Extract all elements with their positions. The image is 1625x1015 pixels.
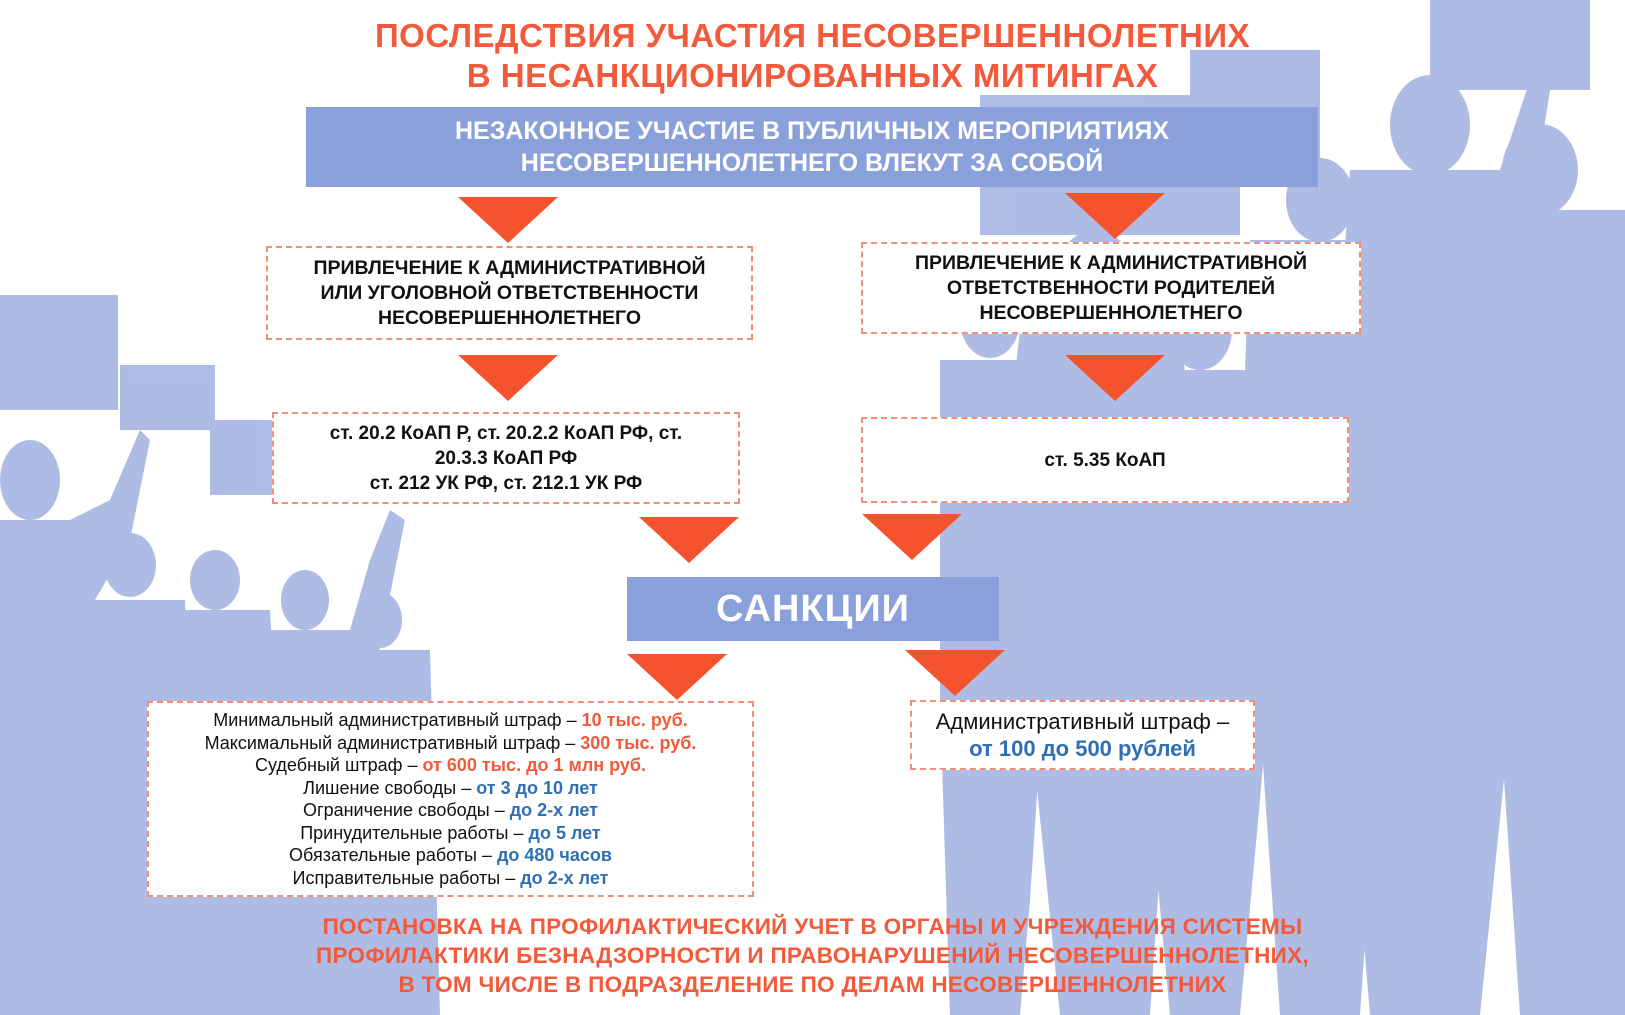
sanction-value: до 2-х лет — [509, 800, 598, 820]
sanction-item: Принудительные работы – до 5 лет — [149, 822, 752, 845]
arrow-down-icon — [905, 650, 1005, 696]
title-line-2: В НЕСАНКЦИОНИРОВАННЫХ МИТИНГАХ — [466, 57, 1159, 94]
sanction-label: Лишение свободы – — [303, 777, 477, 798]
page-title: ПОСЛЕДСТВИЯ УЧАСТИЯ НЕСОВЕРШЕННОЛЕТНИХ В… — [0, 16, 1625, 96]
right-article-line: ст. 5.35 КоАП — [1044, 449, 1166, 471]
sanction-label: Максимальный административный штраф – — [204, 732, 581, 753]
left-article-line: 20.3.3 КоАП РФ — [434, 447, 578, 469]
arrow-down-icon — [1065, 193, 1165, 239]
right-heading-line: НЕСОВЕРШЕННОЛЕТНЕГО — [979, 301, 1243, 324]
right-heading-line: ПРИВЛЕЧЕНИЕ К АДМИНИСТРАТИВНОЙ — [914, 251, 1308, 274]
sanction-item: Минимальный административный штраф – 10 … — [149, 709, 752, 732]
footer-line: ПОСТАНОВКА НА ПРОФИЛАКТИЧЕСКИЙ УЧЕТ В ОР… — [322, 914, 1303, 939]
sanction-item: Судебный штраф – от 600 тыс. до 1 млн ру… — [149, 754, 752, 777]
sanction-label: Исправительные работы – — [292, 867, 521, 888]
footer-line: ПРОФИЛАКТИКИ БЕЗНАДЗОРНОСТИ И ПРАВОНАРУШ… — [316, 943, 1309, 968]
left-article-line: ст. 212 УК РФ, ст. 212.1 УК РФ — [369, 472, 643, 494]
left-article-line: ст. 20.2 КоАП Р, ст. 20.2.2 КоАП РФ, ст. — [329, 422, 683, 444]
fine-value: от 100 до 500 рублей — [969, 736, 1196, 761]
footer-line: В ТОМ ЧИСЛЕ В ПОДРАЗДЕЛЕНИЕ ПО ДЕЛАМ НЕС… — [398, 972, 1227, 997]
sanction-value: 10 тыс. руб. — [581, 710, 688, 730]
arrow-down-icon — [458, 355, 558, 401]
sanction-value: до 480 часов — [496, 845, 612, 865]
sanction-item: Исправительные работы – до 2-х лет — [149, 867, 752, 890]
sanction-value: до 5 лет — [528, 822, 601, 843]
sanctions-banner: САНКЦИИ — [627, 577, 999, 641]
sanction-item: Лишение свободы – от 3 до 10 лет — [149, 777, 752, 800]
title-line-1: ПОСЛЕДСТВИЯ УЧАСТИЯ НЕСОВЕРШЕННОЛЕТНИХ — [374, 17, 1251, 54]
sanction-value: от 3 до 10 лет — [476, 777, 598, 798]
sanction-label: Обязательные работы – — [289, 845, 497, 865]
left-heading-line: ИЛИ УГОЛОВНОЙ ОТВЕТСТВЕННОСТИ — [320, 281, 699, 304]
arrow-down-icon — [639, 517, 739, 563]
arrow-down-icon — [1065, 355, 1165, 401]
sanction-label: Ограничение свободы – — [303, 800, 510, 820]
intro-line-2: НЕСОВЕРШЕННОЛЕТНЕГО ВЛЕКУТ ЗА СОБОЙ — [520, 149, 1104, 177]
left-heading-line: ПРИВЛЕЧЕНИЕ К АДМИНИСТРАТИВНОЙ — [313, 256, 706, 279]
sanction-item: Обязательные работы – до 480 часов — [149, 844, 752, 867]
right-liability-box: ПРИВЛЕЧЕНИЕ К АДМИНИСТРАТИВНОЙ ОТВЕТСТВЕ… — [861, 242, 1361, 334]
sanction-label: Судебный штраф – — [254, 755, 423, 775]
fine-label: Административный штраф – — [935, 709, 1230, 734]
left-articles-box: ст. 20.2 КоАП Р, ст. 20.2.2 КоАП РФ, ст.… — [272, 412, 740, 504]
sanction-item: Максимальный административный штраф – 30… — [149, 732, 752, 755]
arrow-down-icon — [862, 514, 962, 560]
right-articles-box: ст. 5.35 КоАП — [861, 417, 1349, 503]
right-heading-line: ОТВЕТСТВЕННОСТИ РОДИТЕЛЕЙ — [946, 276, 1276, 299]
intro-banner: НЕЗАКОННОЕ УЧАСТИЕ В ПУБЛИЧНЫХ МЕРОПРИЯТ… — [306, 107, 1318, 187]
sanction-value: до 2-х лет — [520, 867, 609, 888]
left-sanctions-box: Минимальный административный штраф – 10 … — [147, 701, 754, 897]
arrow-down-icon — [458, 197, 558, 243]
sanction-value: 300 тыс. руб. — [580, 732, 697, 753]
intro-line-1: НЕЗАКОННОЕ УЧАСТИЕ В ПУБЛИЧНЫХ МЕРОПРИЯТ… — [454, 117, 1169, 145]
sanction-value: от 600 тыс. до 1 млн руб. — [422, 755, 647, 775]
sanction-item: Ограничение свободы – до 2-х лет — [149, 799, 752, 822]
left-liability-box: ПРИВЛЕЧЕНИЕ К АДМИНИСТРАТИВНОЙ ИЛИ УГОЛО… — [266, 246, 753, 340]
left-heading-line: НЕСОВЕРШЕННОЛЕТНЕГО — [377, 306, 642, 329]
footer-note: ПОСТАНОВКА НА ПРОФИЛАКТИЧЕСКИЙ УЧЕТ В ОР… — [0, 912, 1625, 999]
sanction-label: Принудительные работы – — [300, 822, 529, 843]
sanction-label: Минимальный административный штраф – — [213, 710, 582, 730]
arrow-down-icon — [627, 654, 727, 700]
right-sanction-box: Административный штраф – от 100 до 500 р… — [910, 700, 1255, 770]
